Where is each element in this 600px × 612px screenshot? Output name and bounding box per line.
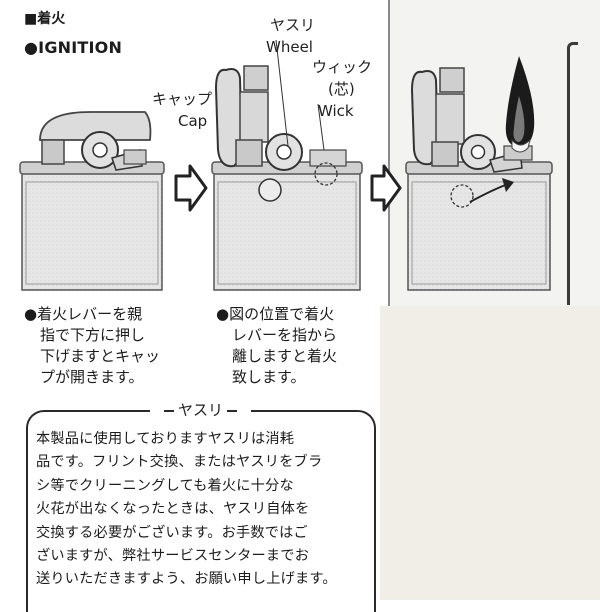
cap-label-jp: キャップ <box>152 90 213 108</box>
step1-caption: ●着火レバーを親 指で下方に押し 下げますとキャッ プが開きます。 <box>24 304 160 388</box>
wick-label-jp-sub: (芯) <box>328 80 355 98</box>
blank-paper-area <box>380 306 600 600</box>
section-title-en: ●IGNITION <box>24 38 123 57</box>
lighter-open-figure <box>211 39 363 291</box>
wick-label-en: Wick <box>318 102 354 120</box>
note-title-text: ヤスリ <box>178 401 224 419</box>
cap-label-en: Cap <box>178 112 208 130</box>
note-line: ざいますが、弊社サービスセンターまでお <box>36 548 310 565</box>
title-rule <box>164 409 174 412</box>
caption-line: レバーを指から <box>232 326 338 344</box>
caption-line: 下げますとキャッ <box>40 347 161 365</box>
note-line: シ等でクリーニングしても着火に十分な <box>36 477 294 494</box>
note-title: ヤスリ <box>150 399 252 420</box>
caption-line: 離しますと着火 <box>232 347 338 365</box>
section-title-jp: ■着火 <box>24 11 66 27</box>
caption-line: ●図の位置で着火 <box>216 305 335 323</box>
step2-caption: ●図の位置で着火 レバーを指から 離しますと着火 致します。 <box>216 304 337 388</box>
wheel-label-en: Wheel <box>266 38 313 56</box>
note-line: 送りいただきますよう、お願い申し上げます。 <box>36 571 337 588</box>
note-body: 本製品に使用しておりますヤスリは消耗 品です。フリント交換、またはヤスリをブラ … <box>36 428 356 592</box>
lighter-ignited-figure <box>405 56 553 291</box>
lighter-closed-figure <box>19 111 165 291</box>
panel-divider <box>388 0 390 310</box>
note-line: 交換する必要がございます。お手数ではご <box>36 524 308 541</box>
note-line: 本製品に使用しておりますヤスリは消耗 <box>36 431 295 447</box>
caption-line: 指で下方に押し <box>40 326 146 344</box>
arrow-icon <box>370 164 402 212</box>
wheel-label-jp: ヤスリ <box>270 16 316 34</box>
caption-line: ●着火レバーを親 <box>24 305 143 323</box>
caption-line: プが開きます。 <box>40 368 144 386</box>
note-line: 品です。フリント交換、またはヤスリをブラ <box>36 454 323 471</box>
page-edge-frame <box>567 42 578 305</box>
arrow-icon <box>174 164 208 212</box>
wick-label-jp: ウィック <box>312 58 373 76</box>
title-rule <box>227 409 238 412</box>
note-line: 火花が出なくなったときは、ヤスリ自体を <box>36 501 310 518</box>
caption-line: 致します。 <box>232 368 306 386</box>
